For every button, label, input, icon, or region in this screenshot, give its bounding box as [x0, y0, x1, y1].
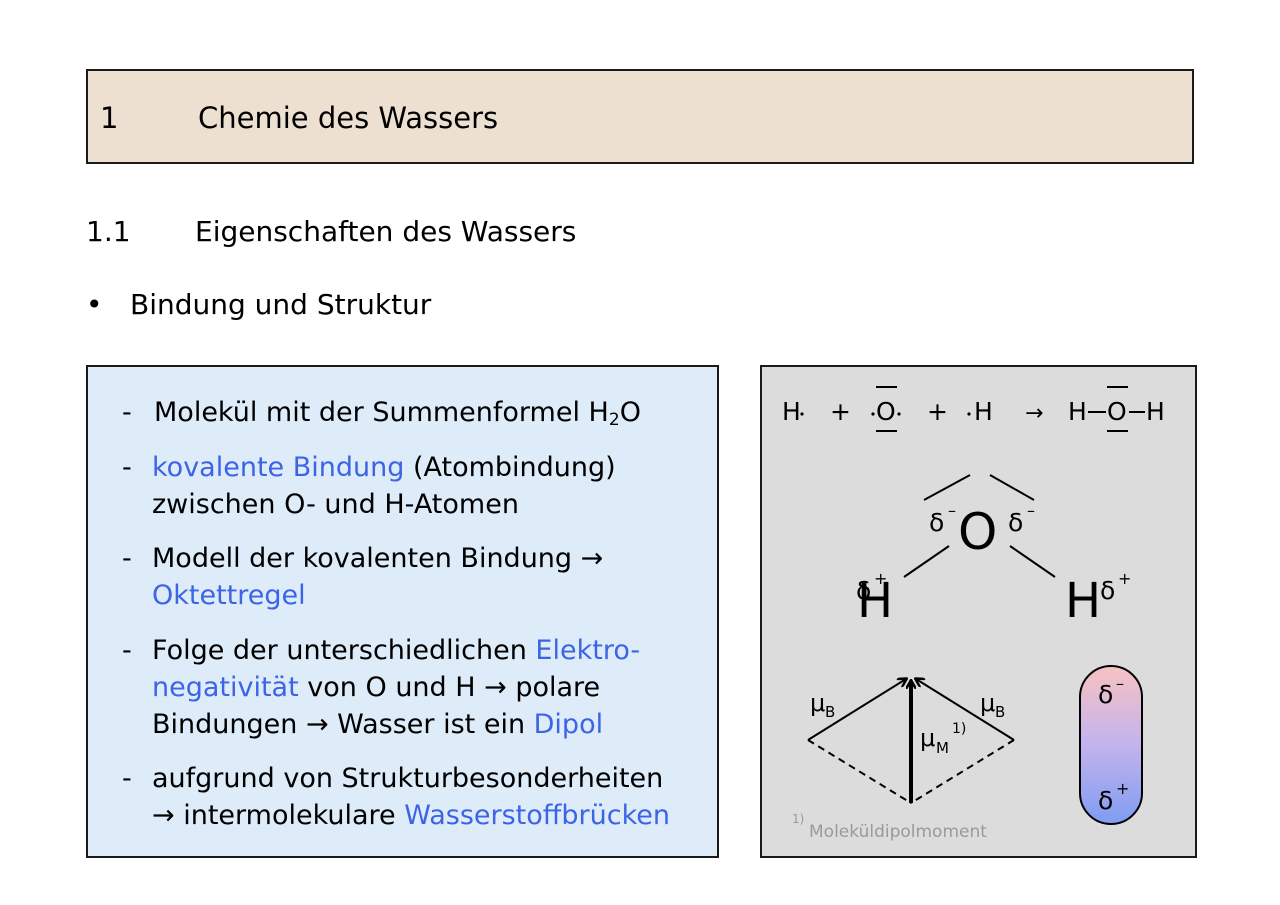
term-hydrogen-bonds: Wasserstoffbrücken: [404, 800, 670, 831]
pill-delta-plus: δ: [1098, 786, 1113, 815]
mu-b-left: μ: [810, 689, 825, 717]
list-dash: -: [122, 452, 132, 483]
svg-text:+: +: [874, 569, 887, 588]
footnote: 1) Moleküldipolmoment: [792, 812, 987, 842]
eq-h-left: H: [782, 397, 801, 426]
diagram-svg: H + O + H → H O H O δ – δ: [782, 386, 1165, 842]
atom-h-right: H: [1065, 573, 1101, 629]
term-covalent-bond: kovalente Bindung: [152, 452, 405, 483]
eq-product-h1: H: [1068, 397, 1087, 426]
eq-product-o: O: [1107, 397, 1127, 426]
delta-plus-right: δ: [1100, 576, 1115, 605]
chapter-title: Chemie des Wassers: [198, 101, 499, 135]
topic-label: Bindung und Struktur: [130, 288, 432, 321]
list-dash: -: [122, 543, 132, 574]
molecule-structure: O δ – δ – δ + H H δ +: [856, 474, 1131, 629]
section-number: 1.1: [86, 215, 131, 248]
eq-o: O: [876, 397, 896, 426]
pill-delta-minus: δ: [1098, 680, 1113, 709]
atom-h-left: H: [857, 573, 893, 629]
properties-box: - Molekül mit der Summenformel H2O - kov…: [86, 365, 719, 858]
eq-plus-2: +: [927, 397, 948, 426]
item-text: Folge der unterschiedlichen Elektro-nega…: [152, 635, 641, 740]
water-molecule-diagram: H + O + H → H O H O δ – δ: [760, 365, 1197, 858]
item-text: kovalente Bindung (Atombindung)zwischen …: [152, 452, 616, 520]
term-octet-rule: Oktettregel: [152, 580, 306, 611]
item-text: Modell der kovalenten Bindung →Oktettreg…: [152, 543, 604, 611]
eq-plus-1: +: [830, 397, 851, 426]
eq-h-right: H: [974, 397, 993, 426]
delta-plus-left: δ: [856, 576, 871, 605]
svg-text:–: –: [948, 501, 956, 520]
section-title: Eigenschaften des Wassers: [195, 215, 577, 248]
dipole-pill: δ – δ +: [1079, 665, 1143, 825]
list-dash: -: [122, 635, 132, 666]
chapter-header: 1 Chemie des Wassers: [86, 69, 1194, 164]
bullet-dot: •: [86, 288, 103, 321]
dipole-vector-diagram: μ B μ B μ M 1): [807, 679, 1015, 804]
eq-arrow: →: [1025, 401, 1043, 426]
list-dash: -: [122, 763, 132, 794]
reaction-equation: H + O + H → H O H: [782, 386, 1165, 432]
svg-text:–: –: [1116, 674, 1124, 693]
list-dash: -: [122, 397, 132, 428]
svg-text:1): 1): [952, 721, 966, 737]
svg-text:M: M: [936, 739, 949, 757]
svg-text:B: B: [995, 703, 1005, 721]
svg-text:+: +: [1116, 779, 1129, 798]
mu-m: μ: [920, 724, 935, 752]
chapter-number: 1: [100, 101, 119, 135]
atom-o: O: [958, 503, 997, 561]
item-text: aufgrund von Strukturbesonderheiten→ int…: [152, 763, 670, 831]
footnote-text: Moleküldipolmoment: [809, 822, 987, 842]
term-dipole: Dipol: [533, 709, 604, 740]
mu-b-right: μ: [980, 689, 995, 717]
delta-minus-left: δ: [929, 508, 944, 537]
delta-minus-right: δ: [1008, 508, 1023, 537]
svg-text:B: B: [825, 703, 835, 721]
svg-text:–: –: [1027, 501, 1035, 520]
svg-text:+: +: [1118, 569, 1131, 588]
footnote-mark: 1): [792, 812, 804, 826]
eq-product-h2: H: [1146, 397, 1165, 426]
item-text: Molekül mit der Summenformel H2O: [154, 397, 641, 430]
